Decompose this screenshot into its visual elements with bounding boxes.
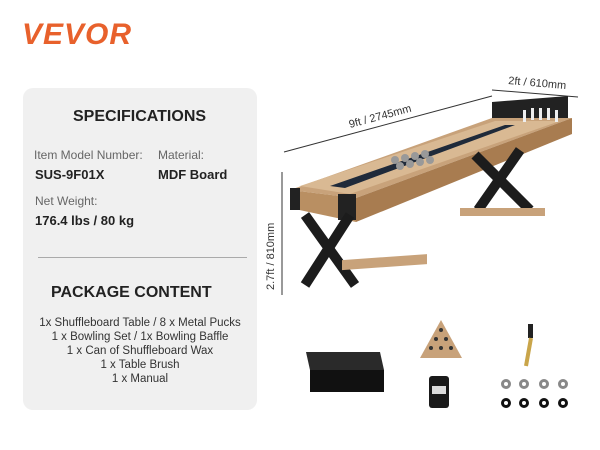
width-dimension: 2ft / 610mm <box>491 75 579 98</box>
wax-can <box>429 376 449 408</box>
package-item: 1 x Manual <box>111 373 169 385</box>
bowling-set <box>420 320 462 358</box>
package-item: 1 x Can of Shuffleboard Wax <box>66 345 214 357</box>
height-dimension: 2.7ft / 810mm <box>265 172 283 295</box>
model-value: SUS-9F01X <box>35 167 105 182</box>
weight-label: Net Weight: <box>35 194 98 208</box>
table-brush <box>524 324 533 367</box>
package-title: PACKAGE CONTENT <box>51 284 212 301</box>
width-label: 2ft / 610mm <box>508 75 567 92</box>
material-value: MDF Board <box>158 167 228 182</box>
washers <box>501 379 568 408</box>
specifications-title: SPECIFICATIONS <box>73 108 207 125</box>
package-list: 1x Shuffleboard Table / 8 x Metal Pucks … <box>23 316 257 386</box>
package-item: 1x Shuffleboard Table / 8 x Metal Pucks <box>39 317 241 329</box>
weight-value: 176.4 lbs / 80 kg <box>35 213 135 228</box>
bowling-baffle <box>306 352 384 392</box>
shuffleboard-table <box>290 96 572 288</box>
vevor-logo: VEVOR <box>22 18 133 51</box>
model-label: Item Model Number: <box>34 148 143 162</box>
length-label: 9ft / 2745mm <box>348 103 413 131</box>
divider <box>38 257 247 258</box>
material-label: Material: <box>158 148 205 162</box>
specifications-panel: SPECIFICATIONS Item Model Number: SUS-9F… <box>23 88 257 410</box>
package-item: 1 x Bowling Set / 1x Bowling Baffle <box>51 331 229 343</box>
package-item: 1 x Table Brush <box>100 359 180 371</box>
height-label: 2.7ft / 810mm <box>265 223 277 290</box>
